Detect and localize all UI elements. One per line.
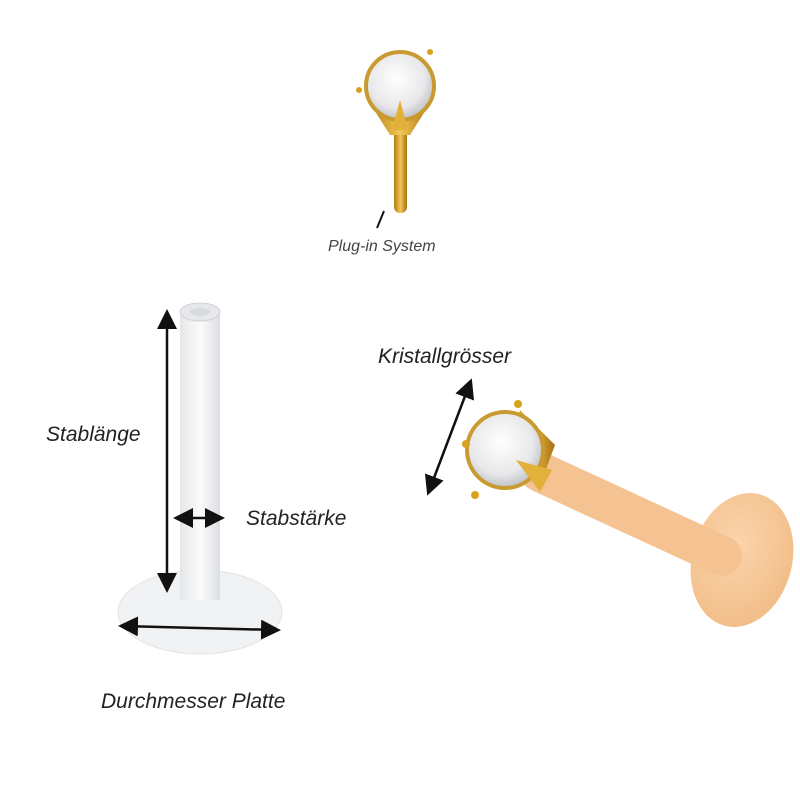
- plug-in-pointer: [376, 210, 385, 229]
- crystal-size-arrow: [424, 378, 475, 496]
- plate-diameter-arrow: [118, 616, 281, 640]
- plate-diameter-label: Durchmesser Platte: [101, 690, 286, 713]
- plug-in-system-label: Plug-in System: [328, 238, 436, 255]
- peach-labret-image: [462, 400, 794, 627]
- crystal-size-label: Kristallgrösser: [378, 345, 512, 368]
- rod-length-label: Stablänge: [46, 423, 141, 446]
- clear-labret-image: [117, 302, 283, 655]
- plug-in-top-image: [356, 49, 436, 213]
- rod-thickness-label: Stabstärke: [246, 507, 347, 530]
